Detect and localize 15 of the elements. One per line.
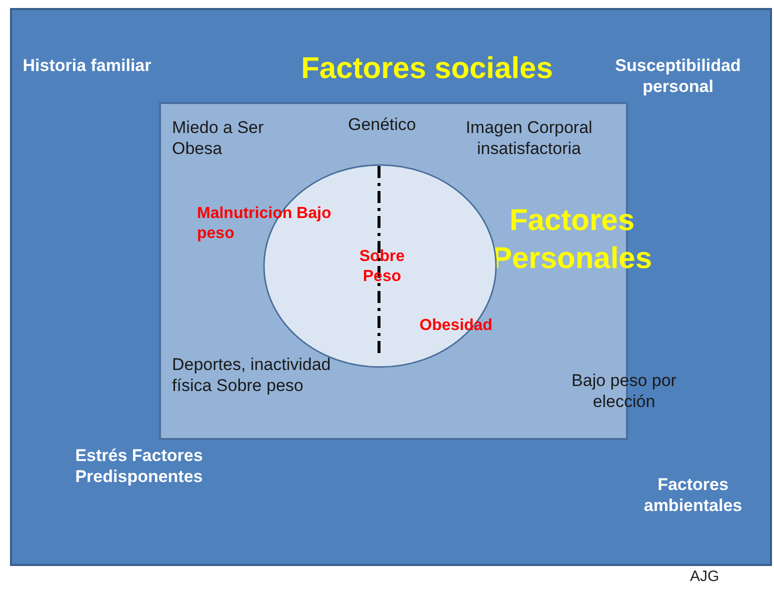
condition-label: Malnutricion Bajo peso bbox=[197, 204, 332, 244]
factor-label: Deportes, inactividad física Sobre peso bbox=[172, 354, 332, 396]
section-heading: Factores sociales bbox=[300, 51, 554, 87]
condition-label: Sobre Peso bbox=[358, 247, 406, 287]
factor-label: Imagen Corporal insatisfactoria bbox=[464, 117, 594, 160]
factor-label: Estrés Factores Predisponentes bbox=[74, 445, 204, 488]
author-initials: AJG bbox=[690, 568, 720, 587]
outer-panel bbox=[10, 8, 772, 566]
factor-label: Genético bbox=[346, 114, 418, 136]
factor-label: Miedo a Ser Obesa bbox=[172, 117, 265, 160]
factor-label: Historia familiar bbox=[22, 55, 152, 76]
section-heading: Factores Personales bbox=[490, 203, 654, 276]
factor-label: Susceptibilidad personal bbox=[614, 55, 742, 98]
factor-label: Factores ambientales bbox=[642, 474, 744, 516]
factor-label: Bajo peso por elección bbox=[570, 370, 678, 412]
